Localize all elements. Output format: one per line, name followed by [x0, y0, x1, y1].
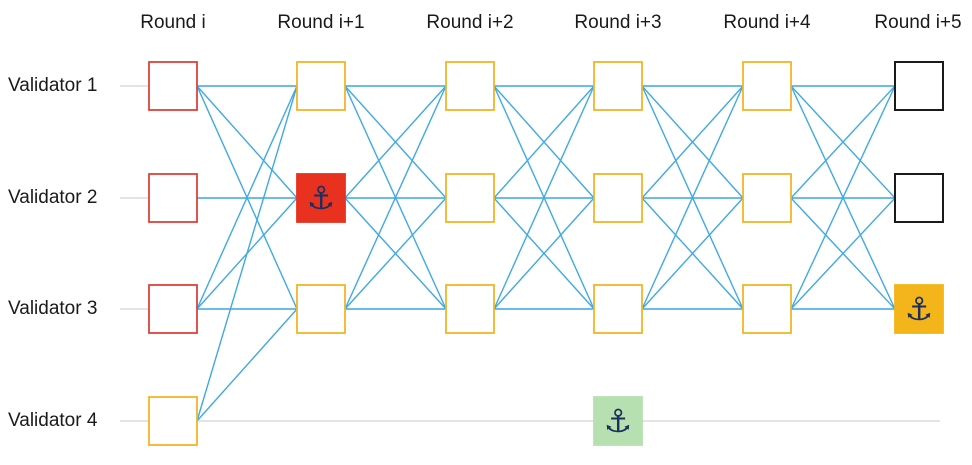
round-label-5: Round i+5 [874, 12, 962, 33]
vertex-box [148, 173, 198, 223]
vertex-box [593, 173, 643, 223]
vertex-r3-v4: ⚓ [593, 396, 643, 446]
edge-21 [493, 85, 595, 199]
edge-25 [493, 197, 595, 310]
vertex-box [148, 396, 198, 446]
round-label-3: Round i+3 [574, 12, 662, 33]
round-label-4: Round i+4 [723, 12, 811, 33]
validator-label-4: Validator 4 [8, 410, 98, 431]
vertex-r4-v1 [742, 61, 792, 111]
vertex-box [742, 284, 792, 334]
vertex-box [148, 61, 198, 111]
edge-34 [641, 197, 744, 310]
vertex-box [445, 61, 495, 111]
vertex-r1-v1 [296, 61, 346, 111]
edge-1 [196, 85, 298, 199]
edge-16 [344, 197, 447, 310]
vertex-r1-v3 [296, 284, 346, 334]
vertex-box [445, 173, 495, 223]
round-label-2: Round i+2 [426, 12, 514, 33]
vertex-r5-v1 [894, 61, 944, 111]
round-label-1: Round i+1 [277, 12, 365, 33]
anchor-icon: ⚓ [905, 290, 934, 328]
edge-7 [196, 85, 298, 422]
vertex-r0-v4 [148, 396, 198, 446]
vertex-r0-v2 [148, 173, 198, 223]
vertex-box [894, 284, 944, 334]
vertex-r4-v3 [742, 284, 792, 334]
vertex-r4-v2 [742, 173, 792, 223]
vertex-r3-v3 [593, 284, 643, 334]
vertex-box [296, 284, 346, 334]
edge-43 [790, 197, 896, 310]
edge-33 [641, 85, 744, 310]
vertex-r0-v1 [148, 61, 198, 111]
vertex-box [742, 173, 792, 223]
vertex-box [148, 284, 198, 334]
validator-label-1: Validator 1 [8, 75, 98, 96]
vertex-r2-v2 [445, 173, 495, 223]
vertex-r0-v3 [148, 284, 198, 334]
edge-4 [196, 85, 298, 310]
vertex-box [593, 61, 643, 111]
edge-42 [790, 85, 896, 310]
validator-label-3: Validator 3 [8, 298, 98, 319]
edge-30 [641, 85, 744, 199]
vertex-r5-v3: ⚓ [894, 284, 944, 334]
edge-24 [493, 85, 595, 310]
vertex-box [742, 61, 792, 111]
vertex-box [593, 284, 643, 334]
edge-39 [790, 85, 896, 199]
edge-8 [196, 308, 298, 422]
edge-15 [344, 85, 447, 310]
edge-12 [344, 85, 447, 199]
vertex-box [894, 61, 944, 111]
vertex-box [894, 173, 944, 223]
vertex-r5-v2 [894, 173, 944, 223]
vertex-r1-v2: ⚓ [296, 173, 346, 223]
vertex-box [593, 396, 643, 446]
vertex-box [296, 61, 346, 111]
anchor-icon: ⚓ [307, 179, 336, 217]
vertex-r2-v1 [445, 61, 495, 111]
round-label-0: Round i [140, 12, 206, 33]
vertex-r3-v2 [593, 173, 643, 223]
vertex-r3-v1 [593, 61, 643, 111]
vertex-r2-v3 [445, 284, 495, 334]
vertex-box [445, 284, 495, 334]
validator-label-2: Validator 2 [8, 187, 98, 208]
anchor-icon: ⚓ [604, 402, 633, 440]
vertex-box [296, 173, 346, 223]
